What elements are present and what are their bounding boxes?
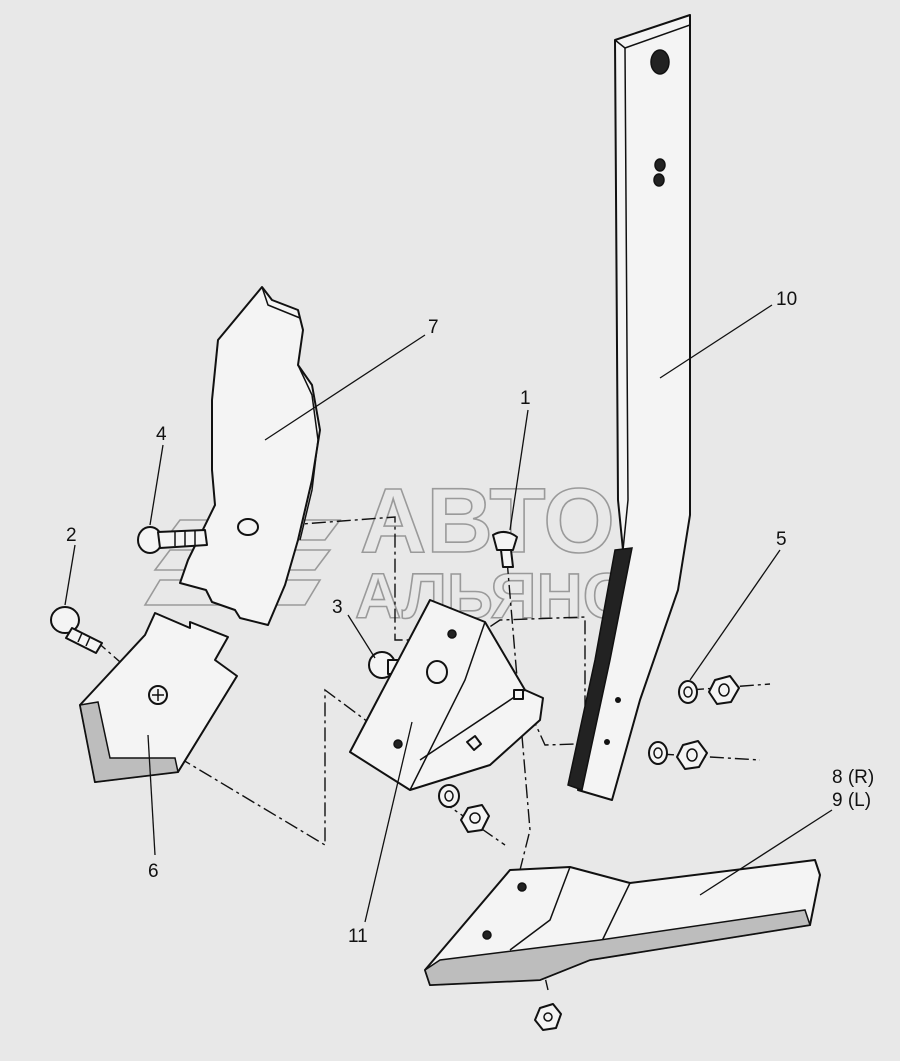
callout-6: 6 <box>148 861 159 882</box>
callout-8: 8 (R) <box>832 767 874 788</box>
watermark: АВТО АЛЬЯНС <box>143 469 630 633</box>
bolt-part-1 <box>492 531 518 568</box>
callout-5: 5 <box>776 529 787 550</box>
callout-2: 2 <box>66 525 77 546</box>
wing-plate-part-11 <box>349 599 544 791</box>
callout-3: 3 <box>332 597 343 618</box>
callout-4: 4 <box>156 424 167 445</box>
washer-nut-lower <box>438 784 490 833</box>
bolt-part-4 <box>137 526 208 554</box>
watermark-line2: АЛЬЯНС <box>355 560 629 632</box>
callout-11: 11 <box>348 926 368 947</box>
bolt-part-2 <box>50 606 103 654</box>
washer-nut-part-5 <box>648 675 740 770</box>
leader-lines <box>64 304 833 923</box>
point-part-6 <box>79 612 238 783</box>
callout-1: 1 <box>520 388 531 409</box>
callout-10: 10 <box>776 289 797 310</box>
share-part-8-9 <box>424 859 821 1031</box>
guard-part-7 <box>179 286 321 626</box>
callout-labels: 1 2 3 4 5 6 7 8 (R) 9 (L) 10 11 <box>66 289 874 947</box>
shank-mount-hole <box>650 49 670 75</box>
callout-7: 7 <box>428 317 439 338</box>
callout-9: 9 (L) <box>832 790 871 811</box>
shank-part-10 <box>567 14 691 801</box>
watermark-line1: АВТО <box>360 470 615 572</box>
